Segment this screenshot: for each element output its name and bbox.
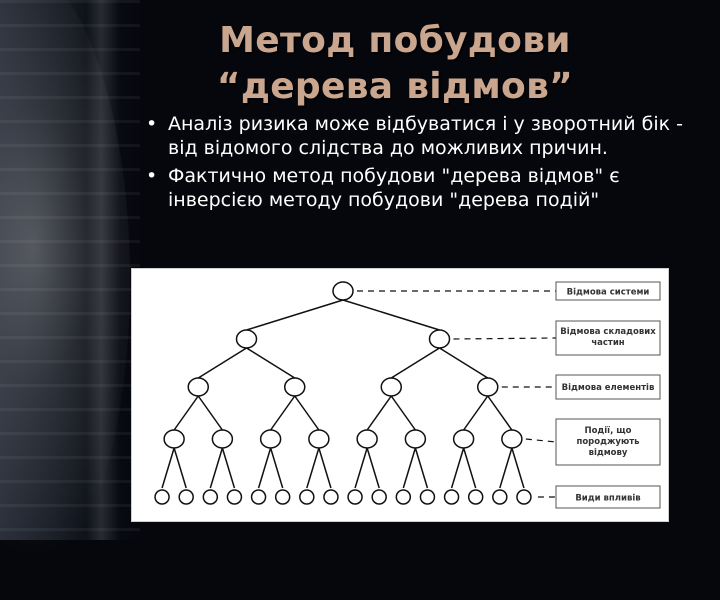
level-guide-line bbox=[453, 337, 557, 340]
tree-node bbox=[308, 429, 330, 449]
level-guides bbox=[357, 290, 557, 498]
bullet-text: Фактично метод побудови "дерева відмов" … bbox=[168, 165, 620, 211]
tree-node bbox=[356, 429, 378, 449]
tree-edge bbox=[342, 299, 440, 331]
slide-title: Метод побудови “дерева відмов” bbox=[216, 20, 574, 107]
tree-edge bbox=[257, 447, 272, 489]
bullet-item: • Аналіз ризика може відбуватися і у зво… bbox=[140, 112, 700, 160]
tree-edge bbox=[354, 447, 368, 489]
tree-edge bbox=[439, 347, 489, 379]
level-guide-line bbox=[525, 438, 557, 443]
tree-node bbox=[443, 489, 460, 505]
tree-node bbox=[259, 429, 282, 449]
tree-node bbox=[284, 377, 306, 397]
tree-edge bbox=[161, 447, 175, 489]
tree-edge bbox=[197, 395, 223, 431]
tree-edge bbox=[269, 447, 284, 489]
tree-edge bbox=[246, 299, 344, 331]
tree-node bbox=[501, 429, 523, 449]
tree-edge bbox=[173, 395, 199, 431]
tree-node bbox=[467, 489, 484, 505]
tree-node bbox=[226, 489, 243, 505]
tree-node bbox=[299, 489, 315, 505]
level-label-text: Відмова системи bbox=[567, 287, 650, 298]
tree-edge bbox=[487, 395, 513, 431]
tree-node bbox=[428, 329, 451, 349]
bullet-item: • Фактично метод побудови "дерева відмов… bbox=[140, 164, 700, 212]
tree-edge bbox=[402, 447, 417, 489]
fault-tree-diagram: Відмова системи Відмова складових частин… bbox=[131, 268, 669, 522]
bullet-icon: • bbox=[146, 165, 158, 187]
tree-node bbox=[395, 489, 412, 505]
tree-nodes bbox=[154, 281, 532, 505]
bullet-icon: • bbox=[146, 113, 158, 135]
level-label-text: Відмова складових частин bbox=[560, 327, 656, 348]
tree-edge bbox=[318, 447, 332, 489]
tree-node bbox=[371, 489, 387, 505]
left-decorative-panel bbox=[0, 0, 140, 600]
tree-edge bbox=[306, 447, 320, 489]
tree-edge bbox=[366, 395, 392, 431]
tree-node bbox=[477, 377, 499, 397]
level-label-text: Події, що породжують відмову bbox=[576, 425, 640, 458]
level-label-1: Відмова складових частин bbox=[555, 320, 661, 356]
tree-edge bbox=[197, 347, 247, 379]
level-label-3: Події, що породжують відмову bbox=[555, 418, 661, 466]
tree-edge bbox=[173, 447, 187, 489]
tree-edge bbox=[221, 447, 236, 489]
tree-node bbox=[380, 377, 402, 397]
tree-edge bbox=[462, 447, 477, 489]
tree-node bbox=[347, 489, 363, 505]
tree-edge bbox=[450, 447, 465, 489]
tree-node bbox=[419, 489, 436, 505]
tree-node bbox=[211, 429, 234, 449]
tree-node bbox=[178, 489, 194, 505]
bullet-list: • Аналіз ризика може відбуватися і у зво… bbox=[140, 112, 700, 216]
level-label-4: Види впливів bbox=[555, 485, 661, 509]
tree-node bbox=[404, 429, 427, 449]
tree-edge bbox=[414, 447, 429, 489]
level-label-text: Відмова елементів bbox=[562, 382, 655, 393]
tree-node bbox=[323, 489, 339, 505]
tree-node bbox=[332, 281, 354, 301]
tree-node bbox=[274, 489, 291, 505]
tree-edge bbox=[209, 447, 224, 489]
tree-edge bbox=[270, 395, 296, 431]
tree-node bbox=[250, 489, 267, 505]
tree-node bbox=[235, 329, 258, 349]
level-label-text: Види впливів bbox=[575, 493, 640, 504]
bullet-text: Аналіз ризика може відбуватися і у зворо… bbox=[168, 113, 684, 159]
tree-edge bbox=[294, 395, 320, 431]
tree-node bbox=[516, 489, 532, 505]
tree-edge bbox=[463, 395, 489, 431]
tree-node bbox=[492, 489, 508, 505]
fault-tree-svg: Відмова системи Відмова складових частин… bbox=[154, 281, 661, 509]
tree-edge bbox=[390, 347, 440, 379]
tree-node bbox=[202, 489, 219, 505]
level-label-0: Відмова системи bbox=[555, 281, 661, 301]
tree-edge bbox=[511, 447, 525, 489]
tree-node bbox=[452, 429, 475, 449]
tree-node bbox=[154, 489, 170, 505]
level-label-2: Відмова елементів bbox=[555, 374, 661, 400]
tree-node bbox=[163, 429, 185, 449]
tree-edge bbox=[499, 447, 513, 489]
tree-edges bbox=[161, 299, 525, 489]
tree-node bbox=[187, 377, 209, 397]
tree-edge bbox=[246, 347, 296, 379]
tree-edge bbox=[366, 447, 380, 489]
tree-edge bbox=[390, 395, 416, 431]
